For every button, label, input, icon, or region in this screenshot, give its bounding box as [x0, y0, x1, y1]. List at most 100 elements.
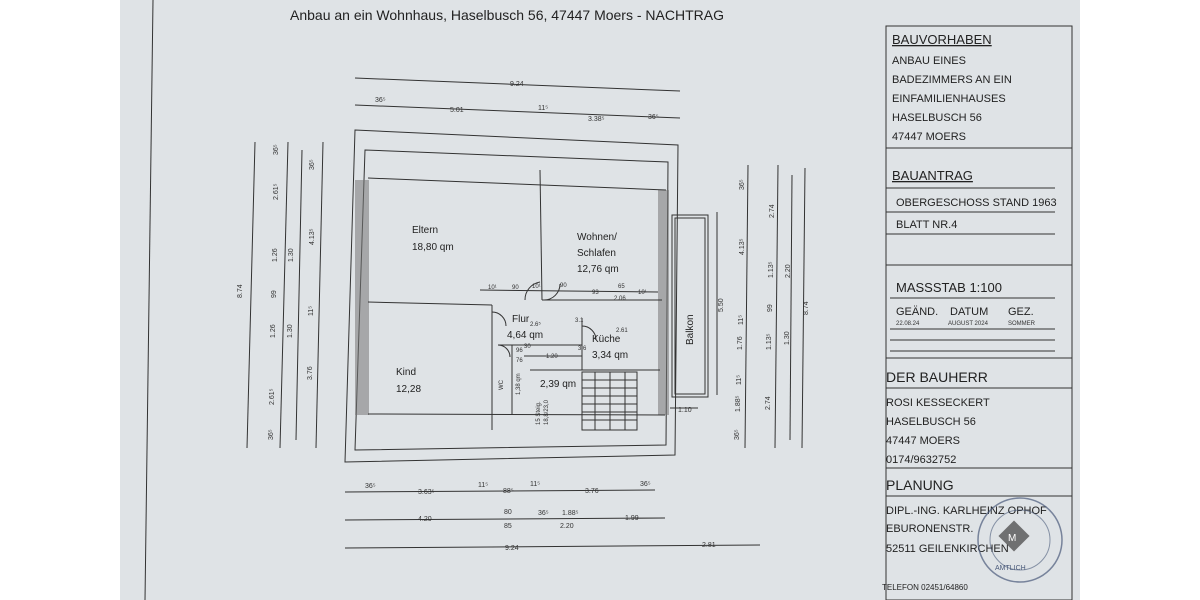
planung-line-2: EBURONENSTR.: [886, 523, 973, 535]
planung-line-1: DIPL.-ING. KARLHEINZ OPHOF: [886, 505, 1047, 517]
dim-right-4-1: 2.20: [785, 264, 792, 278]
building-outline: [344, 129, 709, 463]
room-treppe-area: 2,39 qm: [540, 379, 576, 390]
dim-inner-2: 90: [512, 285, 519, 291]
dim-right-3-3: 99: [767, 304, 774, 312]
planung-telefon: TELEFON 02451/64860: [882, 583, 968, 592]
dim-inner-10: 2.6⁵: [530, 321, 541, 328]
dim-left-inner-2: 1.30: [287, 324, 294, 338]
dim-left-inner-1: 1.30: [288, 248, 295, 262]
dim-inner-16: 76: [516, 358, 523, 364]
dim-top-1: 36⁵: [375, 97, 386, 104]
title-block: BAUVORHABEN ANBAU EINES BADEZIMMERS AN E…: [882, 25, 1073, 600]
room-flur-area: 4,64 qm: [507, 330, 543, 341]
room-kueche-name: Küche: [592, 334, 621, 345]
bauherr-heading: DER BAUHERR: [886, 369, 988, 385]
dim-bot3-2: 2.81: [702, 542, 716, 549]
dim-left-mid-5: 1.26: [270, 324, 277, 338]
bauantrag-line-2: BLATT NR.4: [896, 219, 957, 231]
dim-bot2-4: 36⁵: [538, 510, 549, 517]
bauherr-line-3: 47447 MOERS: [886, 435, 960, 447]
dim-left-mid-4: 99: [271, 290, 278, 298]
dim-right-2-1: 36⁵: [739, 179, 746, 190]
inner-dimensions: 10¹ 90 10¹ 90 93 65 10¹ 2.06 2.61 2.6⁵ 1…: [479, 283, 659, 364]
room-eltern-area: 18,80 qm: [412, 242, 454, 253]
room-wohnen-area: 12,76 qm: [577, 264, 619, 275]
dim-left-col3-0: 36⁵: [309, 159, 316, 170]
room-wohnen-name: Wohnen/: [577, 232, 617, 243]
dim-inner-13: 3.6: [578, 346, 587, 352]
dim-inner-8: 2.06: [614, 296, 626, 302]
dim-top-3: 11⁵: [538, 105, 548, 112]
stair-steps: [581, 371, 638, 431]
bottom-dimensions: 36⁵ 3.63⁵ 11⁵ 88⁵ 11⁵ 3.76 36⁵ 4.20 80 8…: [344, 481, 761, 552]
dim-bot1-4: 88⁵: [503, 488, 514, 495]
bauantrag-heading: BAUANTRAG: [892, 168, 973, 183]
plan-sheet: Anbau an ein Wohnhaus, Haselbusch 56, 47…: [120, 0, 1080, 600]
dim-right-4-2: 1.30: [784, 331, 791, 345]
dim-right-2-7: 36⁵: [734, 429, 741, 440]
dim-right-3-4: 1.13⁵: [766, 333, 773, 350]
dim-top-2: 5.01: [450, 107, 464, 114]
dim-top-total: 9.24: [510, 81, 524, 88]
bauherr-line-2: HASELBUSCH 56: [886, 416, 976, 428]
dim-bot2-2: 80: [504, 509, 512, 516]
massstab-col-geaend: GEÄND.: [896, 306, 938, 318]
dim-right-3-2: 1.13⁵: [768, 261, 775, 278]
room-balkon-name: Balkon: [685, 314, 696, 345]
dim-inner-12: 3.1: [575, 318, 584, 324]
dim-inner-9: 2.61: [616, 328, 628, 334]
left-dimensions: 8.74 36⁵ 2.61⁵ 1.26 99 1.26 2.61⁵ 36⁵ 1.…: [237, 141, 324, 449]
bauherr-line-1: ROSI KESSECKERT: [886, 397, 990, 409]
room-treppe-steig2: 18,8/23,0: [544, 399, 550, 425]
room-flur-name: Flur: [512, 314, 530, 325]
dim-right-2-3: 11⁵: [738, 315, 745, 325]
room-kueche-area: 3,34 qm: [592, 350, 628, 361]
dim-inner-5: 93: [592, 290, 599, 296]
room-kind-area: 12,28: [396, 384, 421, 395]
massstab-row-gez: SOMMER: [1008, 321, 1036, 327]
massstab-row-geaend: 22.08.24: [896, 321, 920, 327]
massstab-col-datum: DATUM: [950, 306, 988, 318]
dim-right-2-6: 1.88⁵: [735, 395, 742, 412]
right-dimensions: 5.50 36⁵ 4.13⁵ 11⁵ 1.76 11⁵ 1.88⁵ 36⁵ 2.…: [670, 164, 810, 449]
dim-right-outer: 8.74: [803, 301, 810, 315]
dim-bot1-3: 11⁵: [478, 482, 488, 489]
bauvorhaben-line-5: 47447 MOERS: [892, 131, 966, 143]
bauvorhaben-line-3: EINFAMILIENHAUSES: [892, 93, 1006, 105]
dim-bot2-7: 1.99: [625, 515, 639, 522]
planung-heading: PLANUNG: [886, 477, 954, 493]
massstab-col-gez: GEZ.: [1008, 306, 1034, 318]
room-wohnen-name2: Schlafen: [577, 248, 616, 259]
bauvorhaben-line-4: HASELBUSCH 56: [892, 112, 982, 124]
dim-inner-1: 10¹: [488, 285, 497, 291]
dim-inner-14: 96: [516, 348, 523, 354]
dim-inner-6: 65: [618, 284, 625, 290]
dim-left-mid-6: 2.61⁵: [269, 388, 276, 405]
dim-left-col3-1: 4.13⁵: [309, 228, 316, 245]
dim-right-2-2: 4.13⁵: [739, 238, 746, 255]
dim-inner-3: 10¹: [532, 284, 541, 290]
room-kind-name: Kind: [396, 367, 416, 378]
bauvorhaben-line-2: BADEZIMMERS AN EIN: [892, 74, 1012, 86]
dim-right-3-5: 2.74: [765, 396, 772, 410]
dim-top-4: 3.38⁵: [588, 116, 605, 123]
room-wc-area: 1,38 qm: [516, 373, 522, 395]
dim-left-col3-2: 11⁵: [308, 306, 315, 316]
room-eltern-name: Eltern: [412, 225, 438, 236]
dim-bot2-6: 2.20: [560, 523, 574, 530]
room-wc-name: WC: [499, 379, 505, 390]
massstab-row-datum: AUGUST 2024: [948, 321, 989, 327]
dim-bot3-1: 9.24: [505, 545, 519, 552]
dim-inner-7: 10¹: [638, 290, 647, 296]
bauvorhaben-heading: BAUVORHABEN: [892, 32, 992, 47]
dim-right-1: 5.50: [718, 298, 725, 312]
bauvorhaben-line-1: ANBAU EINES: [892, 55, 966, 67]
dim-bot2-5: 1.88⁵: [562, 510, 579, 517]
dim-right-2-5: 11⁵: [736, 375, 743, 385]
dim-left-mid-1: 36⁵: [273, 144, 280, 155]
header-title: Anbau an ein Wohnhaus, Haselbusch 56, 47…: [290, 7, 724, 23]
dim-top-5: 36⁵: [648, 114, 659, 121]
top-dimensions: 9.24 36⁵ 5.01 11⁵ 3.38⁵ 36⁵: [354, 77, 681, 123]
dim-bot1-5: 11⁵: [530, 481, 540, 488]
